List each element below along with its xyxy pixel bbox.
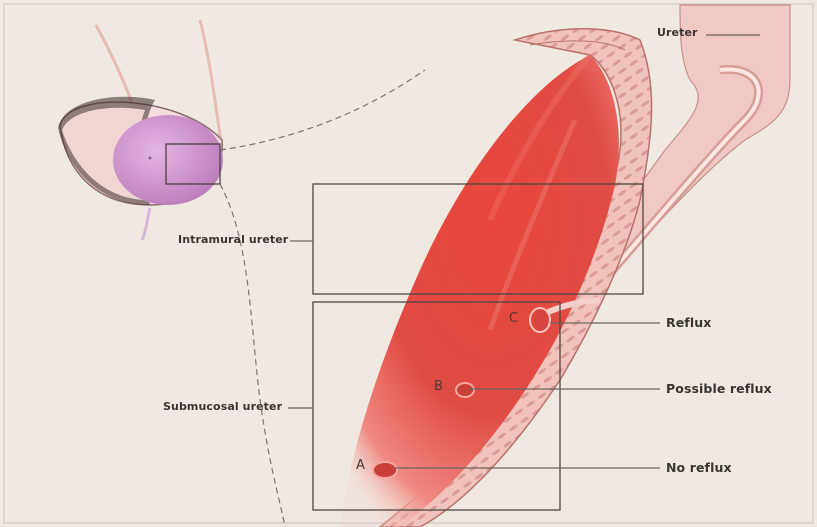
marker-a: A: [356, 458, 365, 473]
marker-c: C: [509, 311, 518, 326]
marker-b: B: [434, 379, 443, 394]
orifice-a: [373, 462, 397, 478]
ureter-label: Ureter: [657, 26, 698, 39]
reflux-label: Reflux: [666, 315, 711, 330]
orifice-b: [456, 383, 474, 397]
possible-reflux-label: Possible reflux: [666, 381, 772, 396]
submucosal-ureter-label: Submucosal ureter: [163, 400, 282, 413]
no-reflux-label: No reflux: [666, 460, 732, 475]
intramural-ureter-label: Intramural ureter: [178, 233, 288, 246]
